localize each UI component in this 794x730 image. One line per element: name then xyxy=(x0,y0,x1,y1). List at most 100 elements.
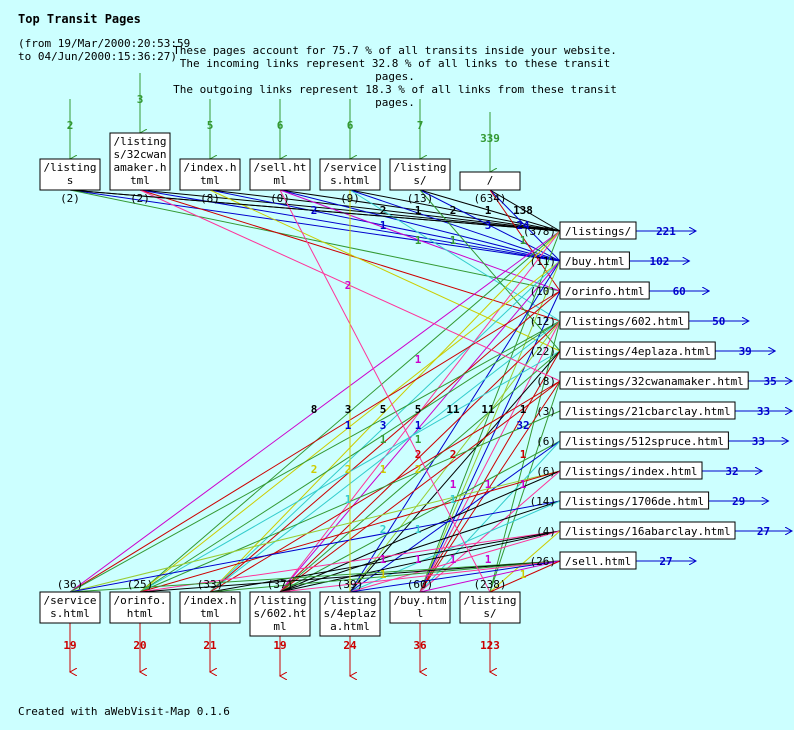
bottom-node-label: a.html xyxy=(330,620,370,633)
link-count-label: 1 xyxy=(520,403,527,416)
top-node-count: (9) xyxy=(340,192,360,205)
right-node-number: 102 xyxy=(649,255,669,268)
bottom-node[interactable]: /orinfo.html(25) xyxy=(109,578,171,624)
link-line xyxy=(209,189,561,232)
link-line xyxy=(209,530,561,593)
link-count-label: 2 xyxy=(380,523,387,536)
bottom-node-box xyxy=(109,591,171,624)
top-node[interactable]: /listings(2) xyxy=(39,158,101,205)
top-node-count: (8) xyxy=(200,192,220,205)
bottom-node-count: (39) xyxy=(337,578,364,591)
top-node[interactable]: /sell.html(0) xyxy=(249,158,311,205)
top-node[interactable]: /(634) xyxy=(459,171,521,205)
right-node-box xyxy=(559,281,650,300)
top-node-label: /listing xyxy=(114,135,167,148)
right-node[interactable]: /listings/21cbarclay.html(3) xyxy=(536,401,736,420)
link-line xyxy=(349,530,561,593)
right-node[interactable]: /listings/602.html (12) xyxy=(530,311,690,330)
link-count-label: 3 xyxy=(345,403,352,416)
link-line xyxy=(279,560,561,593)
bottom-node[interactable]: /index.html (33) xyxy=(179,578,241,624)
top-node-label: /sell.ht xyxy=(254,161,307,174)
link-line xyxy=(279,189,561,262)
right-node-box xyxy=(559,521,736,540)
link-line xyxy=(349,189,561,322)
top-node[interactable]: /listings/ (13) xyxy=(389,158,451,205)
right-node-label: /listings/4eplaza.html xyxy=(565,345,711,358)
right-node-count: (12) xyxy=(530,315,557,328)
right-node-label: /orinfo.html xyxy=(565,285,644,298)
right-node[interactable]: /listings/index.html(6) xyxy=(536,461,703,480)
incoming-count: 339 xyxy=(480,132,500,145)
link-line xyxy=(69,320,561,593)
link-count-label: 1 xyxy=(415,523,422,536)
incoming-count: 3 xyxy=(137,93,144,106)
bottom-node[interactable]: /buy.html(60) xyxy=(389,578,451,624)
link-count-label: 11 xyxy=(481,403,495,416)
bottom-node[interactable]: /listings/(238) xyxy=(459,578,521,624)
outgoing-count: 20 xyxy=(133,639,146,652)
link-line xyxy=(419,189,561,352)
right-node-label: /listings/602.html xyxy=(565,315,684,328)
top-node[interactable]: /index.html(8) xyxy=(179,158,241,205)
link-line xyxy=(419,260,561,593)
bottom-node-count: (36) xyxy=(57,578,84,591)
link-count-label: 2 xyxy=(311,463,318,476)
link-count-label: 2 xyxy=(450,204,457,217)
right-node-box xyxy=(559,341,716,360)
top-node-label: /listing xyxy=(394,161,447,174)
outgoing-count: 36 xyxy=(413,639,427,652)
right-node[interactable]: /sell.html(26) xyxy=(530,551,637,570)
top-node-box xyxy=(319,158,381,191)
bottom-node-count: (33) xyxy=(197,578,224,591)
right-node-count: (3) xyxy=(536,405,556,418)
right-node[interactable]: /buy.html(11) xyxy=(530,251,630,270)
link-count-label: 24 xyxy=(516,219,530,232)
top-node-label: s/ xyxy=(413,174,426,187)
link-line xyxy=(349,560,561,593)
top-node[interactable]: /listings/32cwanamaker.html(2) xyxy=(109,132,171,205)
right-node[interactable]: /listings/512spruce.html(6) xyxy=(536,431,729,450)
bottom-node-label: /index.h xyxy=(184,594,237,607)
link-count-label: 1 xyxy=(380,463,387,476)
right-node[interactable]: /orinfo.html(10) xyxy=(530,281,650,300)
top-node-count: (2) xyxy=(130,192,150,205)
top-node-label: /service xyxy=(324,161,377,174)
link-line xyxy=(69,189,561,232)
link-line xyxy=(69,500,561,593)
bottom-node-label: /listing xyxy=(254,594,307,607)
right-node[interactable]: /listings/32cwanamaker.html(8) xyxy=(536,371,749,390)
bottom-node-label: tml xyxy=(200,607,220,620)
bottom-node-box xyxy=(459,591,521,624)
link-line xyxy=(69,189,561,292)
link-line xyxy=(279,440,561,593)
right-node[interactable]: /listings/(378) xyxy=(523,221,637,240)
top-node-label: ml xyxy=(273,174,286,187)
date-range-start: (from 19/Mar/2000:20:53:59 xyxy=(18,37,191,50)
bottom-node-count: (37) xyxy=(267,578,294,591)
bottom-node[interactable]: /listings/602.html (37) xyxy=(249,578,311,637)
link-line xyxy=(209,290,561,593)
bottom-node-label: s/602.ht xyxy=(254,607,307,620)
right-node[interactable]: /listings/4eplaza.html(22) xyxy=(530,341,716,360)
bottom-node-label: ml xyxy=(273,620,286,633)
top-node-count: (13) xyxy=(407,192,434,205)
bottom-node[interactable]: /listings/4eplaza.html(39) xyxy=(319,578,381,637)
right-node-count: (4) xyxy=(536,525,556,538)
top-node-label: /index.h xyxy=(184,161,237,174)
right-node-label: /sell.html xyxy=(565,555,631,568)
link-count-label: 2 xyxy=(415,448,422,461)
link-count-label: 1 xyxy=(520,568,527,581)
bottom-node-label: s/ xyxy=(483,607,496,620)
top-node-box xyxy=(39,158,101,191)
incoming-count: 2 xyxy=(67,119,74,132)
right-node-number: 29 xyxy=(732,495,745,508)
right-node[interactable]: /listings/1706de.html(14) xyxy=(530,491,710,510)
link-count-label: 1 xyxy=(380,433,387,446)
summary-line-2: The incoming links represent 32.8 % of a… xyxy=(179,57,611,83)
link-count-label: 32 xyxy=(516,419,529,432)
right-node[interactable]: /listings/16abarclay.html(4) xyxy=(536,521,736,540)
link-count-label: 2 xyxy=(415,463,422,476)
